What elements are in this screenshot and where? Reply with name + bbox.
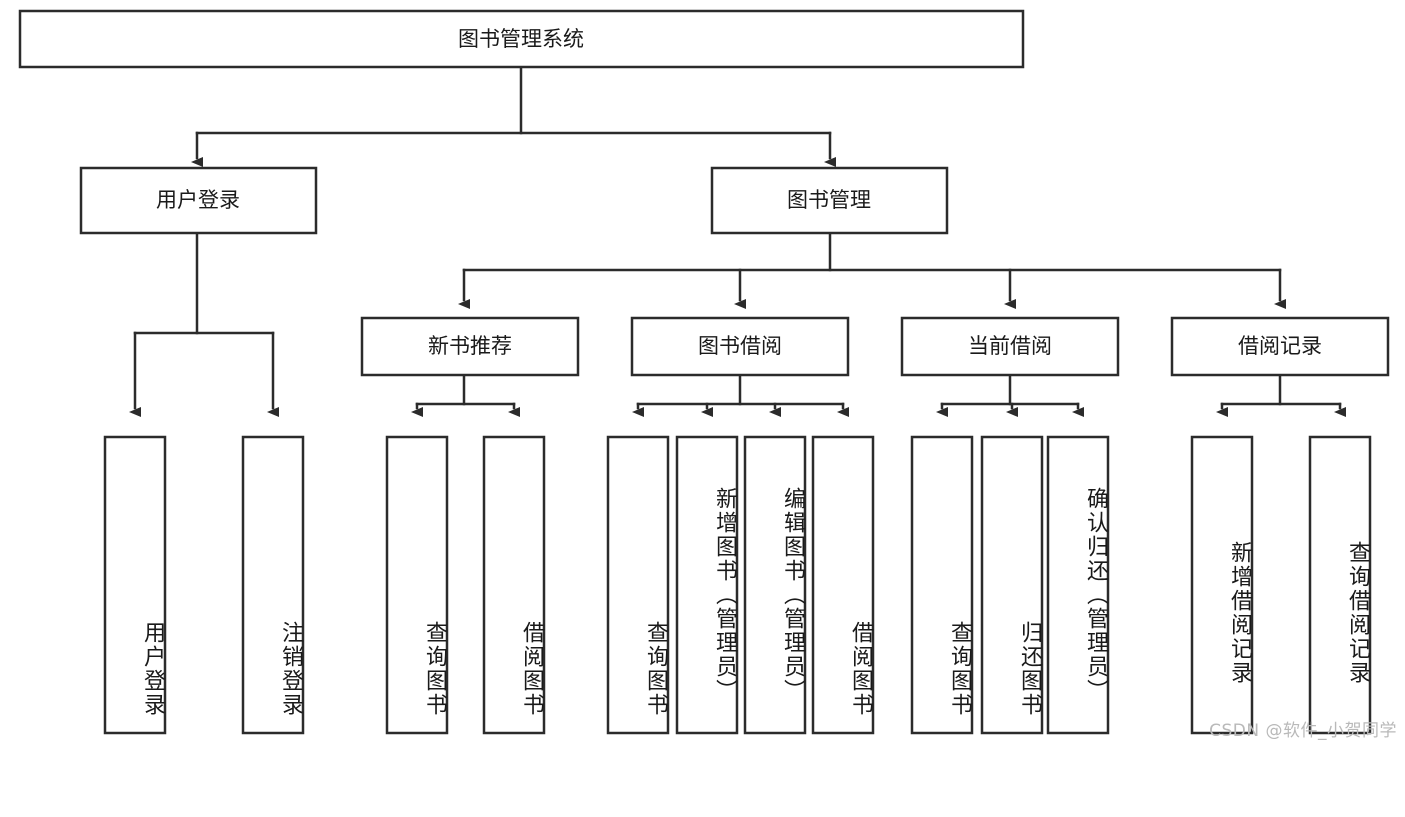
leaf-book-borrow-3[interactable] [811, 435, 875, 735]
node-book-manage-label: 图书管理 [787, 188, 871, 212]
node-new-book-recommend[interactable] [360, 316, 580, 377]
leaf-new-book-0[interactable] [385, 435, 449, 735]
node-borrow-record[interactable] [1170, 316, 1390, 377]
node-new-book-recommend-label: 新书推荐 [428, 334, 512, 358]
leaf-current-borrow-1[interactable] [980, 435, 1044, 735]
edge-group-book-borrow [632, 373, 849, 417]
leaf-borrow-record-0[interactable] [1190, 435, 1254, 735]
node-current-borrow[interactable] [900, 316, 1120, 377]
leaf-user-login-0[interactable] [103, 435, 167, 735]
edge-group-borrow-record [1216, 373, 1346, 417]
hierarchy-diagram: 图书管理系统 用户登录 图书管理 新书推荐 图书借阅 当前借阅 借阅记录 [18, 9, 1390, 735]
node-borrow-record-label: 借阅记录 [1238, 334, 1322, 358]
edge-group-current-borrow [936, 373, 1084, 417]
leaf-user-login-1[interactable] [241, 435, 305, 735]
edge-group-book-manage [458, 231, 1286, 309]
leaf-current-borrow-2[interactable] [1046, 435, 1110, 735]
node-book-borrow-label: 图书借阅 [698, 334, 782, 358]
edge-group-root [191, 65, 836, 167]
edge-group-new-book [411, 373, 520, 417]
watermark-label: CSDN @软件_小贺同学 [1209, 721, 1397, 741]
leaf-book-borrow-1[interactable] [675, 435, 739, 735]
leaf-current-borrow-0[interactable] [910, 435, 974, 735]
leaf-borrow-record-1[interactable] [1308, 435, 1372, 735]
node-root[interactable] [18, 9, 1025, 69]
node-current-borrow-label: 当前借阅 [968, 334, 1052, 358]
diagram-canvas: 图书管理系统 用户登录 图书管理 新书推荐 图书借阅 当前借阅 借阅记录 [18, 9, 1397, 741]
node-book-borrow[interactable] [630, 316, 850, 377]
leaf-book-borrow-2[interactable] [743, 435, 807, 735]
leaf-new-book-1[interactable] [482, 435, 546, 735]
leaf-book-borrow-0[interactable] [606, 435, 670, 735]
node-root-label: 图书管理系统 [458, 27, 584, 51]
node-user-login-label: 用户登录 [156, 188, 240, 212]
node-book-manage[interactable] [710, 166, 949, 235]
node-user-login[interactable] [79, 166, 318, 235]
edge-group-user-login [129, 231, 279, 417]
